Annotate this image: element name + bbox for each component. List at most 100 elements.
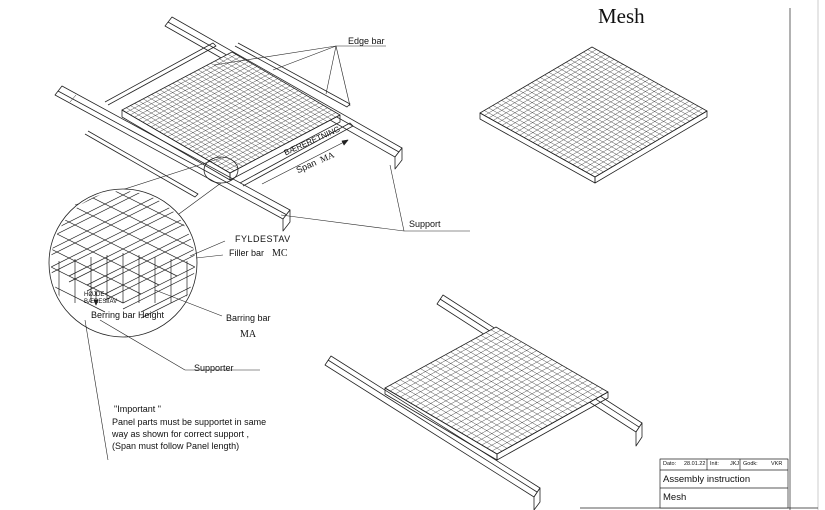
grid-line: [214, 60, 324, 125]
baerestav-label: BÆRESTAV: [84, 299, 118, 305]
berring-height-label: Berring bar Height: [91, 310, 165, 320]
filler-bar-label: Filler bar: [229, 248, 265, 258]
grid-line: [561, 64, 677, 129]
grid-line: [451, 365, 563, 428]
grid-line: [227, 54, 336, 118]
edge-bars: [84, 42, 354, 198]
grid-line: [213, 105, 324, 164]
grid-line: [566, 62, 682, 127]
grid-line: [490, 329, 604, 395]
grid-line: [570, 59, 686, 124]
grid-line: [546, 83, 659, 151]
grid-line: [450, 351, 563, 418]
grid-line: [540, 77, 656, 142]
mesh-panel-right: [479, 46, 708, 184]
detail-bar: [51, 194, 160, 286]
grid-line: [198, 69, 307, 134]
grid-line: [470, 340, 583, 407]
grid-line: [480, 335, 593, 401]
edge-bar-label: Edge bar: [348, 36, 385, 46]
grid-line: [223, 56, 332, 120]
hojde-label: HØJDE: [84, 292, 105, 298]
grid-line: [175, 83, 287, 142]
detail-magnified: [48, 188, 260, 461]
fyldestav-label: FYLDESTAV: [235, 234, 291, 244]
grid-line: [455, 349, 568, 415]
grid-line: [210, 62, 319, 127]
grid-line: [578, 54, 695, 119]
title-block-init-label: Init:: [710, 461, 719, 467]
grid-line: [559, 91, 672, 158]
grid-line: [445, 354, 558, 421]
grid-line: [189, 74, 298, 138]
grid-line: [217, 107, 328, 166]
detail-bar: [51, 191, 106, 205]
supporter-label: Supporter: [194, 363, 234, 373]
grid-line: [466, 374, 578, 437]
grid-line: [583, 51, 699, 117]
span-arrow: [261, 139, 349, 185]
grid-line: [541, 81, 655, 148]
grid-line: [568, 96, 681, 163]
grid-line: [180, 85, 291, 145]
grid-line: [577, 100, 690, 168]
mc-label: MC: [272, 248, 288, 259]
detail-bar: [51, 191, 195, 256]
grid-line: [590, 108, 703, 175]
detail-bar: [51, 212, 124, 304]
grid-line: [491, 388, 604, 452]
grid-line: [481, 382, 593, 446]
grid-line: [209, 102, 320, 162]
grid-line: [221, 109, 332, 169]
grid-line: [574, 56, 690, 122]
barring-ma-label: MA: [240, 329, 257, 340]
title-block-godk-label: Godk:: [743, 461, 758, 467]
title-block-drawing-name: Mesh: [663, 492, 687, 503]
detail-bar: [51, 191, 178, 277]
grid-line: [563, 93, 677, 160]
important-heading: "Important ": [114, 404, 161, 414]
detail-bar: [51, 191, 178, 247]
detail-bar: [104, 209, 195, 301]
grid-line: [461, 371, 573, 434]
grid-line: [548, 72, 665, 137]
support-beam-bottom-left: [324, 355, 541, 510]
grid-line: [555, 88, 668, 156]
grid-line: [465, 343, 578, 410]
important-line-1: Panel parts must be supportet in same: [112, 417, 267, 427]
detail-bar: [51, 191, 195, 268]
grid-line: [204, 100, 316, 159]
detail-bar: [104, 203, 195, 295]
detail-bar: [51, 191, 106, 211]
grid-line: [445, 362, 558, 425]
page-title: Mesh: [598, 4, 645, 28]
grid-line: [184, 88, 295, 147]
support-label: Support: [409, 219, 441, 229]
grid-line: [219, 58, 328, 122]
grid-line: [192, 93, 303, 152]
grid-line: [193, 71, 303, 136]
grid-line: [471, 377, 583, 440]
detail-bar: [122, 212, 195, 304]
grid-line: [456, 368, 568, 431]
grid-line: [202, 67, 311, 131]
grid-line: [225, 112, 336, 171]
grid-line: [206, 65, 315, 129]
grid-line: [200, 97, 312, 157]
grid-line: [537, 78, 650, 146]
title-block-drawing-title: Assembly instruction: [663, 474, 751, 485]
grid-line: [586, 105, 699, 173]
grating-panel-bottom: [384, 326, 609, 461]
barring-bar-label: Barring bar: [226, 313, 271, 323]
detail-bar: [51, 203, 142, 295]
detail-bar: [51, 191, 195, 274]
detail-bar: [122, 218, 195, 310]
grid-line: [557, 67, 673, 132]
grid-line: [544, 74, 660, 140]
grid-line: [181, 78, 290, 142]
title-block-godk: VKR: [771, 461, 783, 467]
grid-line: [587, 49, 703, 114]
grid-line: [460, 346, 573, 412]
grid-line: [572, 98, 685, 165]
